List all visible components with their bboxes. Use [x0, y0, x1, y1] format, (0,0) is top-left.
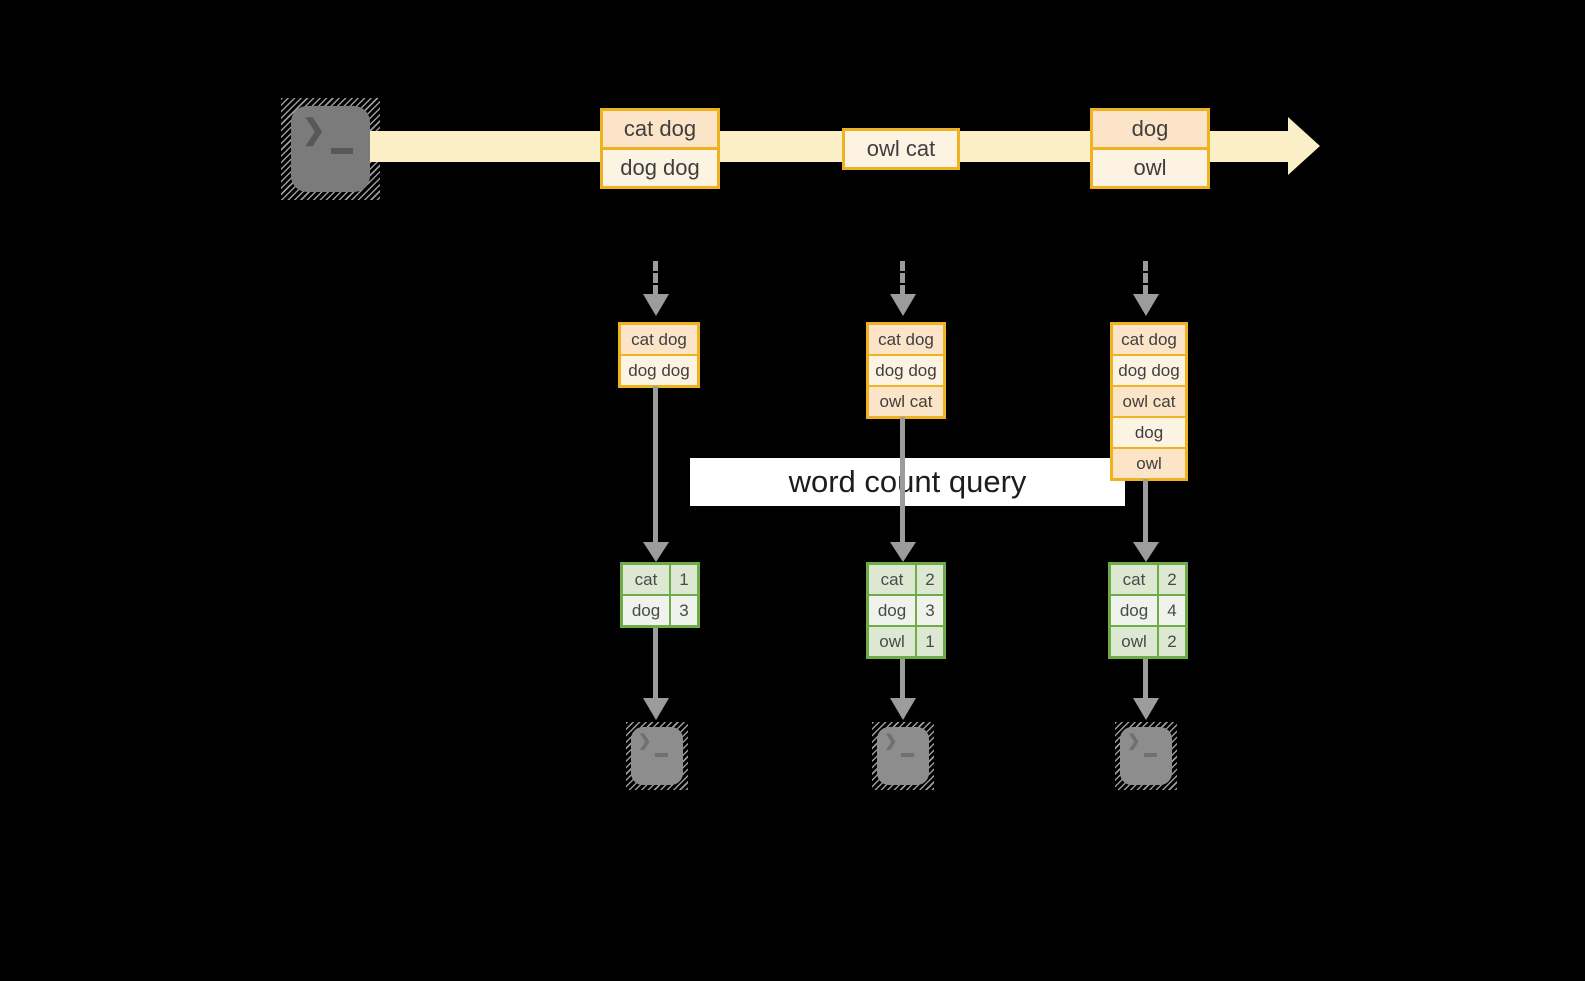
- stack-line: owl cat: [1113, 387, 1185, 416]
- terminal-icon: ❯: [872, 722, 934, 790]
- stream-batch-2: owl cat: [842, 128, 960, 170]
- count-cell: 2: [1159, 565, 1185, 594]
- word-cell: owl: [1111, 627, 1157, 656]
- stream-batch-line: cat dog: [603, 111, 717, 147]
- output-arrow-line: [1143, 659, 1148, 698]
- terminal-prompt-icon: ❯: [884, 733, 898, 750]
- stream-batch-line: dog dog: [603, 150, 717, 186]
- dashed-arrow-head-icon: [643, 294, 669, 316]
- count-cell: 2: [1159, 627, 1185, 656]
- query-label-band: word count query: [690, 458, 1125, 506]
- query-arrow-line: [1143, 479, 1148, 542]
- count-cell: 1: [671, 565, 697, 594]
- count-cell: 1: [917, 627, 943, 656]
- terminal-icon: ❯: [281, 98, 380, 200]
- query-arrow-head-icon: [890, 542, 916, 562]
- stack-line: owl cat: [869, 387, 943, 416]
- stack-line: dog dog: [869, 356, 943, 385]
- word-cell: owl: [869, 627, 915, 656]
- count-cell: 4: [1159, 596, 1185, 625]
- stream-batch-1: cat dog dog dog: [600, 108, 720, 189]
- input-stack-1: cat dog dog dog: [618, 322, 700, 388]
- count-cell: 3: [671, 596, 697, 625]
- stack-line: dog dog: [621, 356, 697, 385]
- terminal-icon-body: ❯: [291, 106, 370, 192]
- word-cell: dog: [869, 596, 915, 625]
- query-arrow-head-icon: [1133, 542, 1159, 562]
- terminal-cursor-icon: [901, 753, 914, 757]
- output-arrow-head-icon: [643, 698, 669, 720]
- stream-batch-3: dog owl: [1090, 108, 1210, 189]
- query-arrow-line: [900, 417, 905, 542]
- word-count-table-2: cat 2 dog 3 owl 1: [866, 562, 946, 659]
- terminal-prompt-icon: ❯: [1127, 733, 1141, 750]
- stack-line: cat dog: [869, 325, 943, 354]
- terminal-cursor-icon: [1144, 753, 1157, 757]
- terminal-icon-body: ❯: [877, 727, 929, 785]
- stream-batch-line: owl: [1093, 150, 1207, 186]
- count-cell: 2: [917, 565, 943, 594]
- dashed-arrow-head-icon: [1133, 294, 1159, 316]
- query-label: word count query: [788, 464, 1027, 499]
- terminal-cursor-icon: [331, 148, 353, 154]
- dashed-arrow-line: [900, 261, 905, 295]
- terminal-prompt-icon: ❯: [302, 114, 326, 145]
- stream-batch-line: owl cat: [845, 131, 957, 167]
- word-cell: cat: [1111, 565, 1157, 594]
- terminal-icon-body: ❯: [631, 727, 683, 785]
- word-cell: dog: [623, 596, 669, 625]
- output-arrow-head-icon: [1133, 698, 1159, 720]
- stack-line: dog dog: [1113, 356, 1185, 385]
- terminal-icon: ❯: [626, 722, 688, 790]
- terminal-icon-body: ❯: [1120, 727, 1172, 785]
- stack-line: dog: [1113, 418, 1185, 447]
- terminal-icon: ❯: [1115, 722, 1177, 790]
- stack-line: owl: [1113, 449, 1185, 478]
- input-stack-2: cat dog dog dog owl cat: [866, 322, 946, 419]
- word-cell: cat: [623, 565, 669, 594]
- dashed-arrow-line: [653, 261, 658, 295]
- output-arrow-line: [900, 659, 905, 698]
- stack-line: cat dog: [1113, 325, 1185, 354]
- word-count-table-1: cat 1 dog 3: [620, 562, 700, 628]
- word-cell: dog: [1111, 596, 1157, 625]
- word-cell: cat: [869, 565, 915, 594]
- query-arrow-line: [653, 386, 658, 542]
- word-count-table-3: cat 2 dog 4 owl 2: [1108, 562, 1188, 659]
- stream-batch-line: dog: [1093, 111, 1207, 147]
- dashed-arrow-line: [1143, 261, 1148, 295]
- query-arrow-head-icon: [643, 542, 669, 562]
- output-arrow-line: [653, 628, 658, 698]
- stack-line: cat dog: [621, 325, 697, 354]
- terminal-cursor-icon: [655, 753, 668, 757]
- count-cell: 3: [917, 596, 943, 625]
- terminal-prompt-icon: ❯: [638, 733, 652, 750]
- stream-arrow-head: [1288, 117, 1320, 175]
- dashed-arrow-head-icon: [890, 294, 916, 316]
- output-arrow-head-icon: [890, 698, 916, 720]
- input-stack-3: cat dog dog dog owl cat dog owl: [1110, 322, 1188, 481]
